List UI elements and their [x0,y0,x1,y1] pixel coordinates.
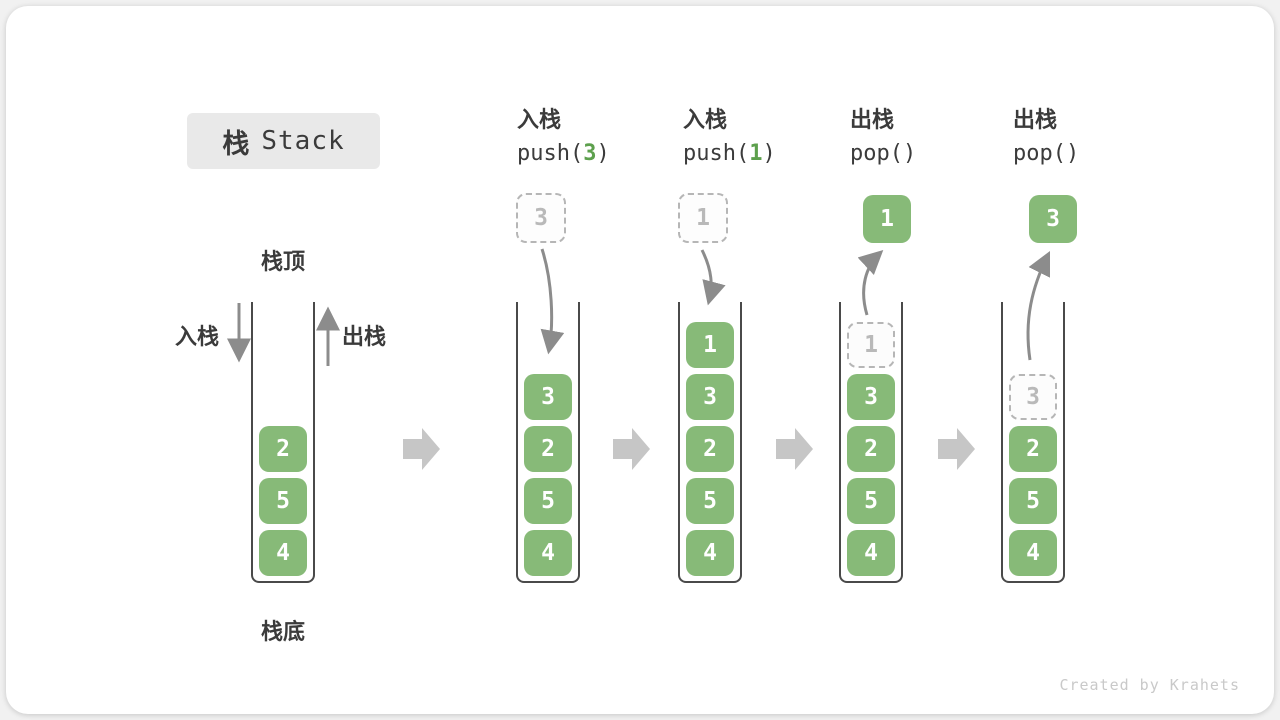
stack-cell: 5 [524,478,572,524]
stack-cell: 5 [1009,478,1057,524]
code-pre: push( [517,141,584,166]
stack-cell: 3 [524,374,572,420]
header-action-label: 入栈 [683,107,728,132]
stack-cell: 2 [1009,426,1057,472]
stack-cell: 2 [259,426,307,472]
stack-cell: 4 [524,530,572,576]
stack-cell: 4 [259,530,307,576]
code-arg: 1 [749,141,763,166]
push-label: 入栈 [175,324,220,349]
code-post: ) [596,141,610,166]
stack-cell: 2 [524,426,572,472]
stack-cell: 1 [686,322,734,368]
header-action-label: 入栈 [517,107,562,132]
stack-cell: 4 [686,530,734,576]
stack-cell-ghost: 3 [1009,374,1057,420]
title-zh: 栈 [222,128,250,159]
stack-container-initial: 2 5 4 [251,302,315,583]
stack-container-after-pop-1: 1 3 2 5 4 [839,302,903,583]
header-pop-1: 出栈 pop() [850,106,916,168]
header-action-label: 出栈 [1013,107,1058,132]
code-pre: pop() [850,141,917,166]
header-pop-3: 出栈 pop() [1013,106,1079,168]
code-pre: pop() [1013,141,1080,166]
header-code: pop() [1013,140,1079,168]
stack-cell: 4 [847,530,895,576]
stack-container-after-push-3: 3 2 5 4 [516,302,580,583]
popped-value-box: 1 [863,195,911,243]
stack-cell: 3 [847,374,895,420]
stack-cell: 5 [686,478,734,524]
code-pre: push( [683,141,750,166]
code-arg: 3 [583,141,597,166]
header-push-3: 入栈 push(3) [517,106,610,168]
stack-container-after-pop-3: 3 2 5 4 [1001,302,1065,583]
code-post: ) [762,141,776,166]
stack-cell: 3 [686,374,734,420]
stack-cell-ghost: 1 [847,322,895,368]
watermark: Created by Krahets [1059,676,1240,694]
title-en: Stack [261,126,345,156]
stack-cell: 5 [847,478,895,524]
header-code: push(3) [517,140,610,168]
stack-top-label: 栈顶 [260,249,305,274]
popped-value-box: 3 [1029,195,1077,243]
title-box: 栈 Stack [187,113,380,169]
incoming-value-box: 1 [678,193,728,243]
stack-cell: 2 [847,426,895,472]
stack-container-after-push-1: 1 3 2 5 4 [678,302,742,583]
stack-bottom-label: 栈底 [260,619,305,644]
pop-label: 出栈 [342,324,387,349]
incoming-value-box: 3 [516,193,566,243]
header-code: push(1) [683,140,776,168]
header-push-1: 入栈 push(1) [683,106,776,168]
header-action-label: 出栈 [850,107,895,132]
stack-cell: 4 [1009,530,1057,576]
stack-cell: 5 [259,478,307,524]
header-code: pop() [850,140,916,168]
stack-cell: 2 [686,426,734,472]
